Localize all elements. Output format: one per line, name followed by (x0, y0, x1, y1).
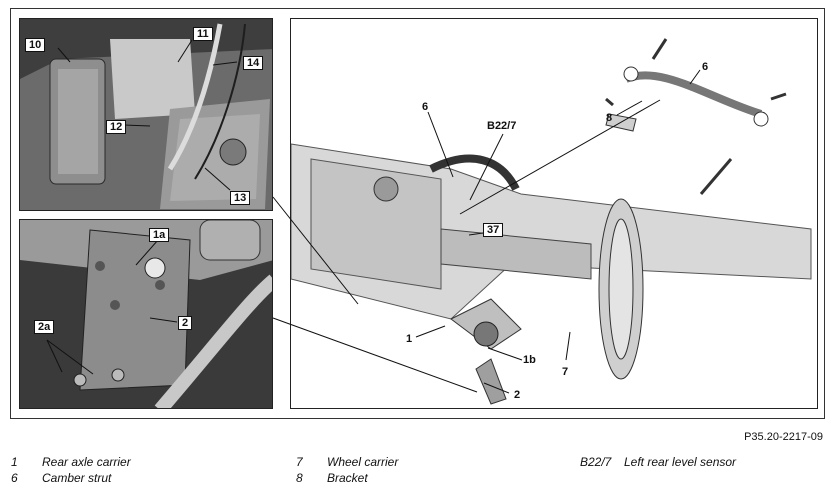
main-callout-8: 8 (606, 112, 613, 124)
main-callout-6-upper: 6 (702, 61, 709, 73)
legend-text-8: Bracket (327, 471, 368, 485)
figure-reference: P35.20-2217-09 (744, 431, 823, 443)
callout-13: 13 (230, 191, 251, 205)
main-axle-drawing (290, 18, 818, 409)
legend-text-1: Rear axle carrier (42, 455, 131, 469)
main-axle-illustration (291, 38, 812, 405)
detail-photo-bottom (19, 219, 273, 409)
callout-10: 10 (25, 38, 46, 52)
legend-text-b22-7: Left rear level sensor (624, 455, 737, 469)
main-callout-7: 7 (562, 366, 569, 378)
main-callout-1b: 1b (523, 354, 536, 366)
callout-12: 12 (106, 120, 127, 134)
callout-11: 11 (193, 27, 213, 41)
legend-num-1: 1 (11, 455, 18, 469)
main-callout-6-camber-strut: 6 (422, 101, 429, 113)
callout-2: 2 (178, 316, 193, 330)
detail-photo-top (19, 18, 273, 211)
legend-num-7: 7 (296, 455, 303, 469)
detail-photo-bottom-drawing (20, 220, 272, 408)
legend-num-8: 8 (296, 471, 303, 485)
callout-2a: 2a (34, 320, 55, 334)
legend-num-6: 6 (11, 471, 18, 485)
main-callout-2: 2 (514, 389, 521, 401)
main-callout-1: 1 (406, 333, 413, 345)
callout-1a: 1a (149, 228, 170, 242)
callout-14: 14 (243, 56, 264, 70)
legend-num-b22-7: B22/7 (580, 455, 612, 469)
legend-text-6: Camber strut (42, 471, 112, 485)
main-callout-37: 37 (483, 223, 504, 237)
detail-photo-top-drawing (20, 19, 272, 210)
main-callout-b22-7: B22/7 (487, 120, 517, 132)
legend-text-7: Wheel carrier (327, 455, 399, 469)
